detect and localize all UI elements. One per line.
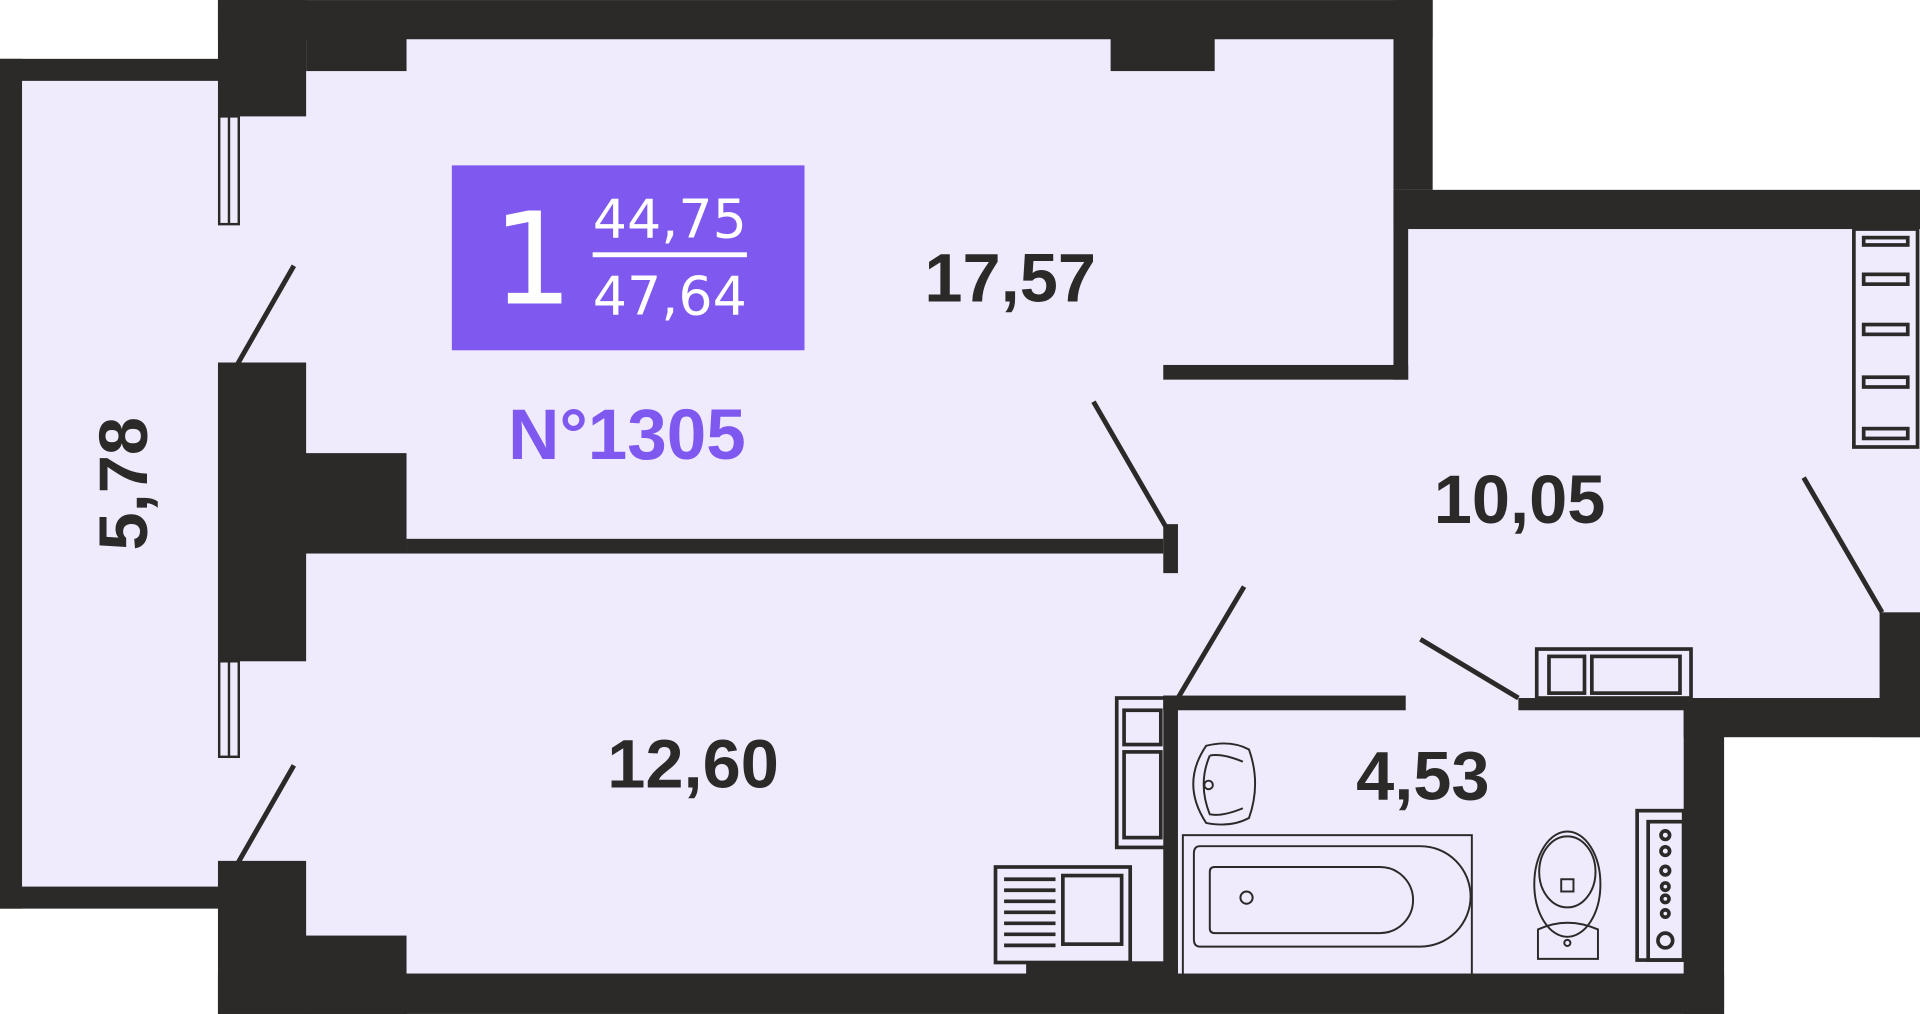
- room-area-bedroom: 12,60: [607, 725, 779, 802]
- bathtub-icon: [1181, 834, 1473, 993]
- door-swings: [234, 264, 1885, 867]
- room-area-living-room: 17,57: [924, 239, 1096, 316]
- living-area: 44,75: [593, 188, 747, 251]
- windows: [217, 115, 240, 759]
- toilet-icon: [1533, 830, 1602, 960]
- balcony-door-lower: [234, 764, 297, 867]
- apartment-number: N°1305: [508, 396, 746, 475]
- radiator-hall: [1852, 227, 1920, 449]
- washing-machine: [993, 865, 1133, 965]
- hall-cabinet: [1534, 647, 1693, 700]
- balcony-door-upper: [234, 264, 297, 368]
- bathroom-door: [1419, 637, 1520, 701]
- bedroom-door: [1175, 585, 1247, 700]
- living-room-door: [1091, 400, 1168, 528]
- room-area-balcony: 5,78: [85, 417, 162, 550]
- heated-towel-rail: [1635, 808, 1686, 962]
- apartment-summary-badge: 1 44,75 47,64: [451, 165, 805, 351]
- wardrobe: [1114, 696, 1168, 850]
- room-area-hallway: 10,05: [1434, 461, 1606, 538]
- entrance-door: [1801, 476, 1885, 614]
- sink-icon: [1192, 742, 1257, 826]
- rooms-count: 1: [492, 187, 573, 335]
- total-area: 47,64: [593, 265, 747, 328]
- room-area-bathroom: 4,53: [1356, 738, 1489, 815]
